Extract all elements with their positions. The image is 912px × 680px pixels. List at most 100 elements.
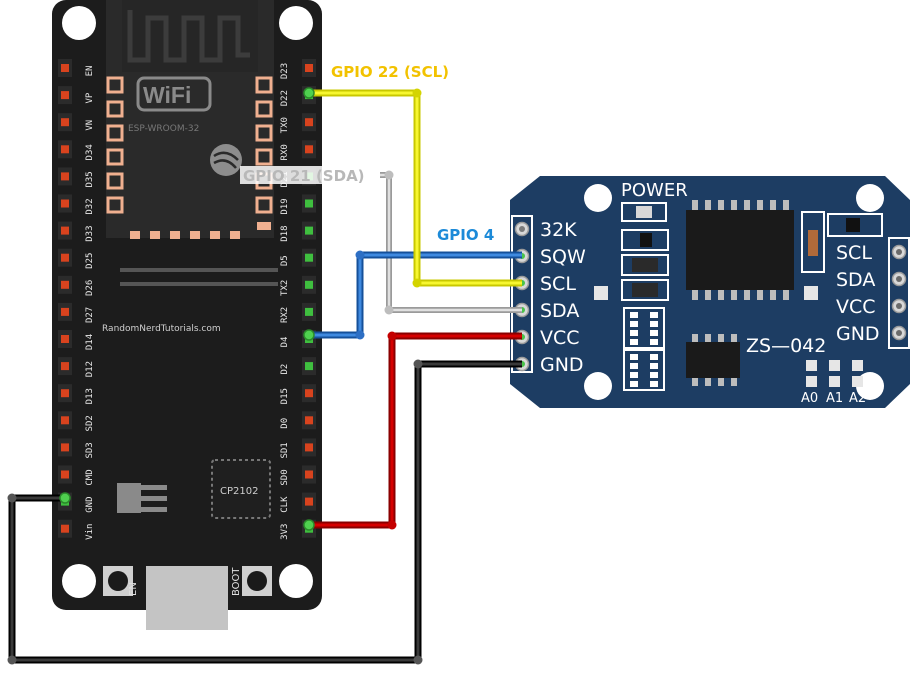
wire-node <box>412 278 422 288</box>
pin-d32: D32 <box>58 194 95 215</box>
pin-label: D15 <box>280 388 290 404</box>
pin-rx0: RX0 <box>280 140 316 160</box>
pin-label: D19 <box>280 198 290 214</box>
mounting-hole <box>279 6 313 40</box>
smd-components <box>621 229 669 301</box>
wire-endpoint <box>59 492 71 504</box>
pin-tx2: TX2 <box>280 275 316 296</box>
rtc-pin-label: SQW <box>540 246 586 268</box>
wire-node <box>412 88 422 98</box>
sqw-wire-label: GPIO 4 <box>437 226 494 244</box>
pin-d27: D27 <box>58 302 95 323</box>
pin-label: D26 <box>85 280 95 296</box>
pin-label: SD1 <box>280 442 290 458</box>
rtc-right-pin-label: SDA <box>836 269 875 291</box>
wire-endpoint <box>303 329 315 341</box>
usb-uart-chip: CP2102 <box>211 459 271 519</box>
pin-d0: D0 <box>280 411 316 430</box>
pin-sd1: SD1 <box>280 438 316 459</box>
rtc-pin-label: 32K <box>540 219 577 241</box>
pin-label: D33 <box>85 225 95 241</box>
pin-d2: D2 <box>280 357 316 376</box>
pin-vp: VP <box>58 86 95 105</box>
rtc-pin-label: SCL <box>540 273 576 295</box>
test-pad <box>594 286 608 300</box>
wire-endpoint <box>303 519 315 531</box>
pin-d35: D35 <box>58 167 95 188</box>
rtc-right-pin-gnd <box>891 325 907 341</box>
esp32-left-header: ENVPVND34D35D32D33D25D26D27D14D12D13SD2S… <box>58 59 95 540</box>
en-button-label: EN <box>128 582 139 596</box>
wifi-logo-text: WiFi <box>143 82 191 108</box>
esp-wroom-module: WiFi ESP-WROOM-32 <box>106 0 274 239</box>
rtc-pin-label: GND <box>540 354 584 376</box>
pin-label: D27 <box>85 307 95 323</box>
pin-label: SD3 <box>85 442 95 458</box>
pin-d34: D34 <box>58 140 95 160</box>
gnd-wire <box>8 360 522 664</box>
mounting-hole <box>584 184 612 212</box>
pin-d15: D15 <box>280 384 316 404</box>
pin-d18: D18 <box>280 221 316 242</box>
wire-node <box>384 170 394 180</box>
pin-label: D34 <box>85 144 95 160</box>
power-led <box>621 202 667 222</box>
pin-label: GND <box>85 496 95 512</box>
pin-label: D25 <box>85 253 95 269</box>
sda-wire-label: GPIO 21 (SDA) <box>243 167 365 185</box>
pin-d23: D23 <box>280 59 316 79</box>
boot-button[interactable]: BOOT <box>231 566 272 596</box>
pin-label: SD0 <box>280 469 290 485</box>
pin-tx0: TX0 <box>280 113 316 133</box>
rtc-right-pin-sda <box>891 271 907 287</box>
model-label: ZS—042 <box>746 335 826 357</box>
vcc-wire <box>309 332 522 529</box>
scl-wire-label: GPIO 22 (SCL) <box>331 63 449 81</box>
rtc-pin-label: SDA <box>540 300 579 322</box>
boot-button-label: BOOT <box>231 567 242 596</box>
pin-sd0: SD0 <box>280 465 316 486</box>
pin-label: D5 <box>280 255 290 266</box>
pin-label: D23 <box>280 63 290 79</box>
voltage-regulator <box>117 483 167 513</box>
addr-label-a1: A1 <box>826 391 843 406</box>
pin-en: EN <box>58 59 95 77</box>
wire-node <box>7 655 17 665</box>
pin-label: VP <box>85 92 95 103</box>
power-label: POWER <box>621 180 688 201</box>
pin-label: TX0 <box>280 117 290 133</box>
pin-label: TX2 <box>280 280 290 296</box>
pin-d25: D25 <box>58 248 95 269</box>
test-pad <box>804 286 818 300</box>
pin-cmd: CMD <box>58 465 95 486</box>
smd-resistor <box>827 213 883 237</box>
watermark: RandomNerdTutorials.com <box>102 324 221 334</box>
pin-label: CMD <box>85 469 95 485</box>
pin-label: RX0 <box>280 144 290 160</box>
wire-node <box>355 330 365 340</box>
pin-label: CLK <box>280 496 290 513</box>
pin-label: SD2 <box>85 415 95 431</box>
module-label: ESP-WROOM-32 <box>128 124 199 134</box>
rtc-right-pin-label: GND <box>836 323 880 345</box>
pin-label: D2 <box>280 364 290 375</box>
rtc-right-header-frame <box>888 237 910 349</box>
pin-label: D4 <box>280 337 290 348</box>
esp32-board: WiFi ESP-WROOM-32 RandomNerdTutorials.co… <box>52 0 322 630</box>
pin-label: D13 <box>85 388 95 404</box>
en-button[interactable]: EN <box>103 566 139 596</box>
pin-d26: D26 <box>58 275 95 296</box>
wire-node <box>7 493 17 503</box>
pin-d14: D14 <box>58 330 95 350</box>
eeprom-chip <box>686 334 740 386</box>
rtc-right-header <box>891 244 907 341</box>
wire-node <box>384 305 394 315</box>
pin-sd2: SD2 <box>58 411 95 431</box>
mounting-hole <box>856 184 884 212</box>
pin-label: VN <box>85 120 95 131</box>
pin-d33: D33 <box>58 221 95 242</box>
pin-label: D18 <box>280 225 290 241</box>
pin-clk: CLK <box>280 492 316 513</box>
mounting-hole <box>584 372 612 400</box>
